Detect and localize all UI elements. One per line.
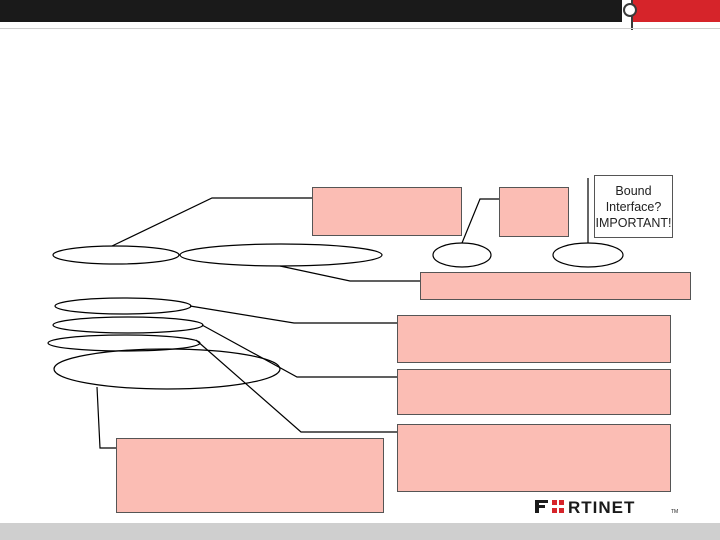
leader-line-8 — [96, 386, 116, 449]
highlight-ellipse-1 — [52, 245, 180, 265]
leader-line-5 — [189, 305, 397, 324]
callout-box-2 — [499, 187, 569, 237]
leader-line-7 — [195, 339, 397, 433]
svg-text:RTINET: RTINET — [568, 498, 635, 517]
leader-line-3 — [461, 198, 499, 244]
leader-line-1 — [111, 197, 312, 247]
callout-box-4 — [397, 315, 671, 363]
header-dot-icon — [623, 3, 637, 17]
fortinet-logo: RTINET TM — [535, 498, 678, 517]
leader-line-6 — [201, 324, 397, 378]
svg-text:TM: TM — [671, 509, 678, 515]
highlight-ellipse-5 — [54, 297, 192, 315]
header-rule — [0, 28, 720, 29]
callout-box-5 — [397, 369, 671, 415]
footer-bar — [0, 523, 720, 540]
header-bar — [0, 0, 622, 22]
header-accent-bar — [631, 0, 720, 22]
highlight-ellipse-3 — [432, 242, 492, 268]
highlight-ellipse-4 — [552, 242, 624, 268]
highlight-ellipse-2 — [179, 243, 383, 267]
callout-box-3 — [420, 272, 691, 300]
leader-line-2 — [279, 265, 420, 282]
callout-box-1 — [312, 187, 462, 236]
bound-interface-callout: Bound Interface? IMPORTANT! — [594, 175, 673, 238]
callout-box-7 — [116, 438, 384, 513]
highlight-ellipse-6 — [52, 316, 204, 334]
callout-box-6 — [397, 424, 671, 492]
highlight-ellipse-8 — [53, 348, 281, 390]
